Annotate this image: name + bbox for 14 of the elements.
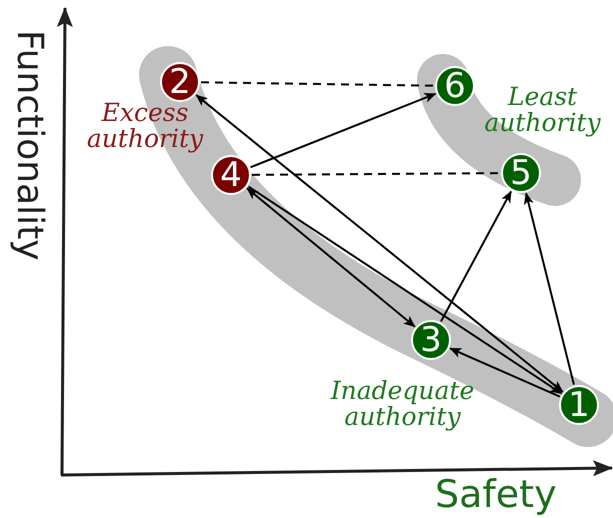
dashed-line <box>200 81 434 87</box>
arrow <box>246 188 416 328</box>
arrow <box>196 94 564 393</box>
region-label: Least authority <box>483 84 602 136</box>
arrow <box>449 348 560 398</box>
dashed-line <box>252 172 500 176</box>
arrow <box>440 190 512 322</box>
axis-label: Safety <box>435 472 557 516</box>
axis-label: Functionality <box>9 30 50 261</box>
arrow <box>248 186 562 394</box>
arrow <box>250 92 436 168</box>
arrow <box>524 192 575 385</box>
region-label: Inadequate authority <box>330 378 476 430</box>
region-label: Excess authority <box>86 100 204 152</box>
